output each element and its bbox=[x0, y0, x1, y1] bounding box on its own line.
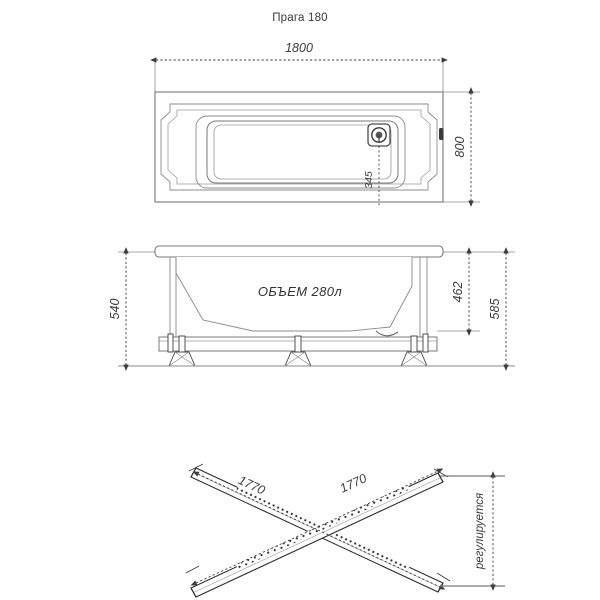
tub-rim-contour-1 bbox=[160, 103, 438, 191]
adjustable-foot bbox=[284, 335, 312, 367]
adjustable-foot bbox=[400, 335, 428, 367]
frame-bracket-left bbox=[167, 333, 174, 353]
page-title: Прага 180 bbox=[272, 12, 328, 24]
drain-outlet-icon bbox=[367, 123, 391, 147]
dim-label-width: 1800 bbox=[285, 41, 313, 55]
drain-underside-icon bbox=[375, 330, 399, 337]
tub-top-rim-slab bbox=[154, 245, 444, 258]
dim-label-depth: 800 bbox=[453, 137, 467, 158]
side-view-group: ОБЪЕМ 280л bbox=[108, 245, 515, 371]
witness-line-tl bbox=[188, 463, 204, 472]
overflow-slot-icon bbox=[439, 128, 444, 140]
dim-line-bar-left-1770-cont bbox=[317, 529, 446, 590]
frame-view-group: 1770 1770 регулируется bbox=[185, 463, 505, 598]
tub-basin-floor bbox=[213, 124, 392, 180]
tub-body-profile bbox=[175, 257, 413, 332]
witness-line-bl bbox=[185, 565, 200, 574]
witness-line-br bbox=[436, 572, 451, 582]
tub-outer-rim bbox=[154, 91, 444, 203]
dim-label-inner-height: 462 bbox=[451, 282, 465, 303]
dim-label-rim-height: 585 bbox=[488, 299, 502, 320]
dim-line-bar-right-1770 bbox=[190, 526, 319, 586]
frame-bar-endcap-bottom-left bbox=[190, 587, 197, 598]
dim-label-drain-offset: 345 bbox=[363, 171, 375, 189]
tub-basin-outline bbox=[206, 120, 399, 184]
frame-bar-endcap-top-right bbox=[437, 472, 444, 483]
dim-line-bar-left-1770 bbox=[192, 471, 319, 531]
dim-label-adjustable: регулируется bbox=[474, 493, 486, 570]
dim-label-bar-right: 1770 bbox=[338, 471, 369, 495]
dim-line-bar-right-1770-cont bbox=[317, 468, 444, 528]
volume-label: ОБЪЕМ 280л bbox=[258, 284, 343, 299]
frame-bracket-right bbox=[422, 333, 429, 353]
top-view-group: 1800 345 bbox=[150, 41, 480, 207]
tub-rim-contour-2 bbox=[167, 109, 431, 185]
tub-rim-contour-3 bbox=[195, 115, 406, 189]
dim-label-total-height: 540 bbox=[108, 299, 122, 320]
